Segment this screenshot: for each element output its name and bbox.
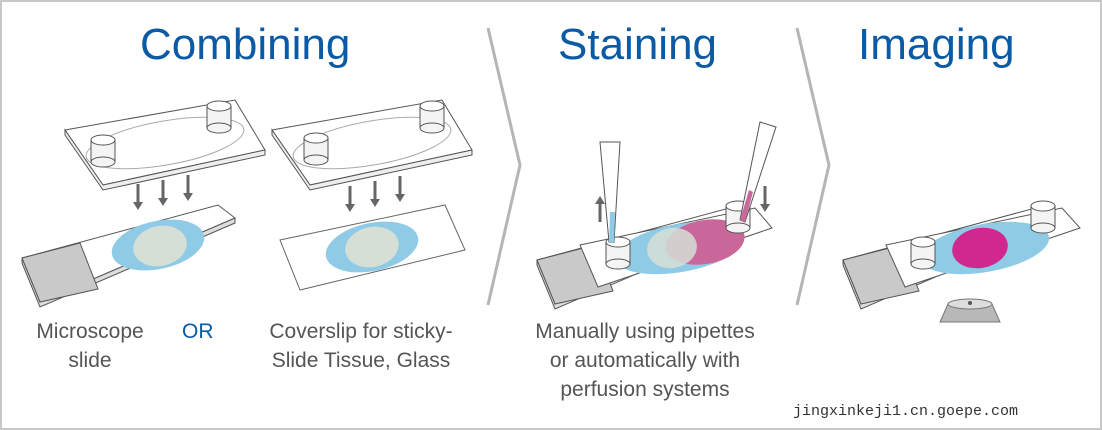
coverslip-illustration xyxy=(279,204,466,291)
combining-title: Combining xyxy=(140,20,351,69)
chamber-illustration-1 xyxy=(64,99,266,191)
imaging-slide-illustration xyxy=(842,200,1081,310)
down-arrow-icon xyxy=(131,182,145,212)
pipette-right-illustration xyxy=(739,121,777,223)
down-arrow-icon xyxy=(368,179,382,209)
caption-line: Microscope xyxy=(36,320,144,343)
down-arrow-icon xyxy=(156,178,170,208)
coverslip-caption: Coverslip for sticky- Slide Tissue, Glas… xyxy=(250,317,472,375)
staining-slide-illustration xyxy=(536,200,773,310)
staining-title: Staining xyxy=(558,20,718,69)
down-arrow-icon xyxy=(343,184,357,214)
down-arrow-icon xyxy=(181,173,195,203)
pipette-left-illustration xyxy=(599,141,621,243)
chamber-illustration-2 xyxy=(271,99,473,191)
down-arrow-icon xyxy=(393,174,407,204)
microscope-objective-icon xyxy=(939,298,1001,323)
up-arrow-icon xyxy=(595,196,605,222)
separator-chevron-1 xyxy=(486,27,522,306)
staining-caption: Manually using pipettes or automatically… xyxy=(515,317,775,404)
caption-line: perfusion systems xyxy=(560,378,730,401)
microscope-slide-illustration xyxy=(21,204,236,308)
microscope-slide-caption: Microscope slide xyxy=(24,317,156,375)
caption-line: Coverslip for sticky- xyxy=(269,320,453,343)
down-arrow-icon xyxy=(758,184,772,214)
caption-line: or automatically with xyxy=(549,349,741,372)
imaging-title: Imaging xyxy=(858,20,1015,69)
separator-chevron-2 xyxy=(795,27,831,306)
caption-line: Manually using pipettes xyxy=(535,320,755,343)
watermark: jingxinkeji1.cn.goepe.com xyxy=(793,403,1019,420)
or-label: OR xyxy=(182,320,214,343)
caption-line: Slide Tissue, Glass xyxy=(271,349,451,372)
caption-line: slide xyxy=(68,349,112,372)
